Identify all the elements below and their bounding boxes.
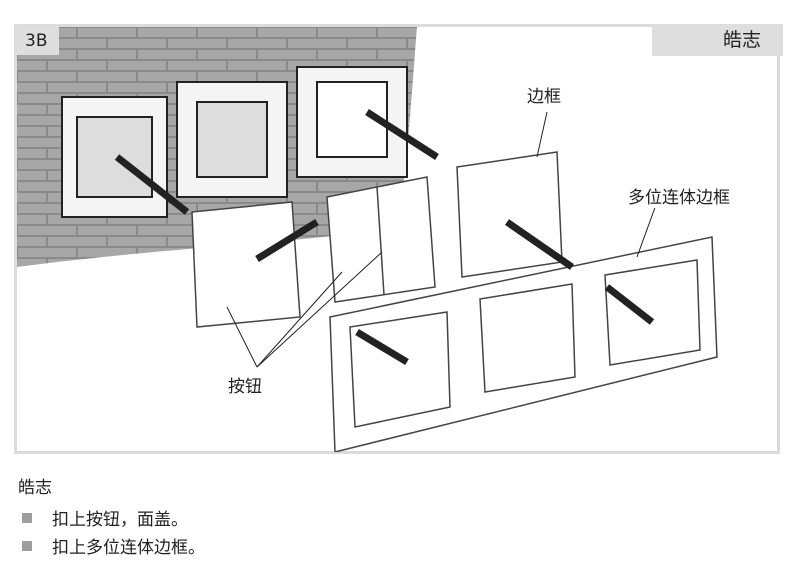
direction-arrows [114, 109, 655, 366]
label-multi-frame: 多位连体边框 [628, 183, 730, 208]
instruction-item: 扣上多位连体边框。 [22, 533, 205, 558]
button-plate-single [191, 201, 301, 328]
instructions-title: 皓志 [18, 478, 52, 498]
leader-lines [226, 111, 658, 368]
label-buttons: 按钮 [228, 372, 262, 397]
bullet-icon [22, 540, 32, 551]
step-number: 3B [17, 27, 59, 55]
socket-frame [456, 151, 563, 278]
brand-tab: 皓志 [652, 24, 783, 56]
illustration-frame [14, 24, 780, 454]
installation-illustration [17, 27, 718, 452]
wall-modules [61, 66, 408, 218]
instruction-text: 扣上按钮，面盖。 [52, 510, 188, 530]
bullet-icon [22, 512, 32, 523]
label-frame: 边框 [527, 82, 561, 107]
instruction-item: 扣上按钮，面盖。 [22, 505, 188, 530]
instruction-text: 扣上多位连体边框。 [52, 538, 205, 558]
